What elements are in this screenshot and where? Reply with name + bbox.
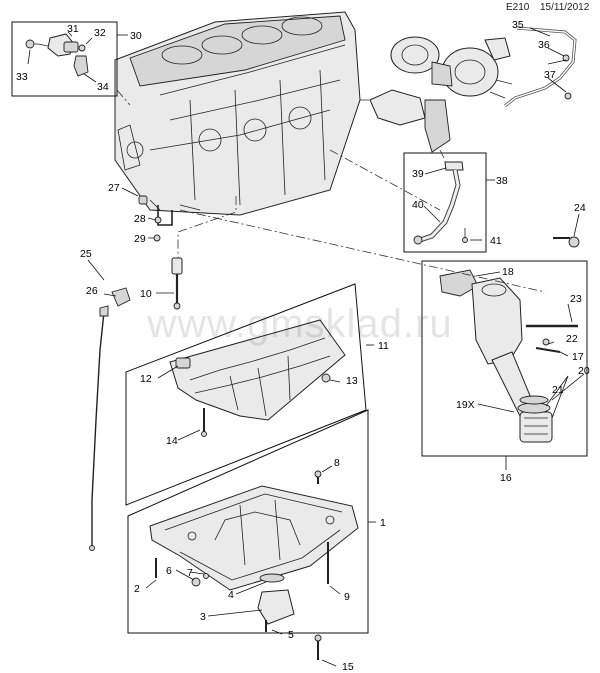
baffle-box bbox=[125, 283, 367, 506]
oil-feed-pipe-box bbox=[403, 152, 487, 253]
oil-pan-box bbox=[127, 409, 369, 634]
callout-4: 4 bbox=[228, 589, 234, 601]
oil-pan-baffle bbox=[169, 319, 346, 437]
callout-9: 9 bbox=[344, 591, 350, 603]
oil-feed-pipe bbox=[413, 161, 468, 245]
callout-18: 18 bbox=[502, 266, 514, 278]
oil-pressure-switch bbox=[153, 205, 173, 242]
diagram-code: E210 bbox=[506, 2, 530, 13]
callout-31: 31 bbox=[67, 23, 79, 35]
centerline bbox=[329, 149, 441, 211]
callout-6: 6 bbox=[166, 565, 172, 577]
centerline bbox=[177, 196, 237, 258]
engine-block bbox=[114, 11, 361, 216]
sensor-detail bbox=[25, 33, 89, 77]
callout-29: 29 bbox=[134, 233, 146, 245]
oil-filter-housing-box bbox=[421, 260, 588, 457]
callout-17: 17 bbox=[572, 351, 584, 363]
callout-12: 12 bbox=[140, 373, 152, 385]
callout-16: 16 bbox=[500, 472, 512, 484]
oil-pan bbox=[149, 470, 359, 591]
oil-filter-housing bbox=[439, 269, 578, 443]
callout-2: 2 bbox=[134, 583, 140, 595]
drain-plug-27 bbox=[138, 195, 148, 205]
callout-24: 24 bbox=[574, 202, 586, 214]
callout-23: 23 bbox=[570, 293, 582, 305]
callout-36: 36 bbox=[538, 39, 550, 51]
callout-20: 20 bbox=[578, 365, 590, 377]
callout-38: 38 bbox=[496, 175, 508, 187]
callout-40: 40 bbox=[412, 199, 424, 211]
callout-3: 3 bbox=[200, 611, 206, 623]
callout-11: 11 bbox=[378, 340, 389, 352]
callout-21: 21 bbox=[552, 384, 564, 396]
callout-39: 39 bbox=[412, 168, 424, 180]
callout-27: 27 bbox=[108, 182, 120, 194]
union-bolt bbox=[553, 236, 580, 248]
callout-35: 35 bbox=[512, 19, 524, 31]
callout-34: 34 bbox=[97, 81, 109, 93]
diagram-date: 15/11/2012 bbox=[540, 2, 590, 13]
callout-37: 37 bbox=[544, 69, 556, 81]
callout-41: 41 bbox=[490, 235, 502, 247]
dipstick bbox=[89, 287, 131, 551]
callout-10: 10 bbox=[140, 288, 152, 300]
callout-5: 5 bbox=[288, 629, 294, 641]
callout-19x: 19X bbox=[456, 399, 475, 411]
callout-25: 25 bbox=[80, 248, 92, 260]
callout-33: 33 bbox=[16, 71, 28, 83]
turbocharger bbox=[369, 36, 513, 153]
oil-pickup bbox=[257, 573, 322, 660]
callout-14: 14 bbox=[166, 435, 178, 447]
oil-level-sensor bbox=[171, 257, 183, 310]
centerline bbox=[439, 149, 446, 161]
callout-7: 7 bbox=[187, 567, 193, 579]
callout-1: 1 bbox=[380, 517, 386, 529]
callout-labels: 1 2 3 4 5 6 7 8 9 10 11 12 13 14 15 16 1… bbox=[16, 19, 590, 673]
callout-28: 28 bbox=[134, 213, 146, 225]
callout-13: 13 bbox=[346, 375, 358, 387]
callout-8: 8 bbox=[334, 457, 340, 469]
sensor-detail-box bbox=[11, 21, 118, 97]
callout-22: 22 bbox=[566, 333, 578, 345]
centerline bbox=[179, 209, 546, 293]
callout-30: 30 bbox=[130, 30, 142, 42]
callout-32: 32 bbox=[94, 27, 106, 39]
callout-15: 15 bbox=[342, 661, 354, 673]
coolant-pipe bbox=[504, 26, 577, 108]
callout-26: 26 bbox=[86, 285, 98, 297]
